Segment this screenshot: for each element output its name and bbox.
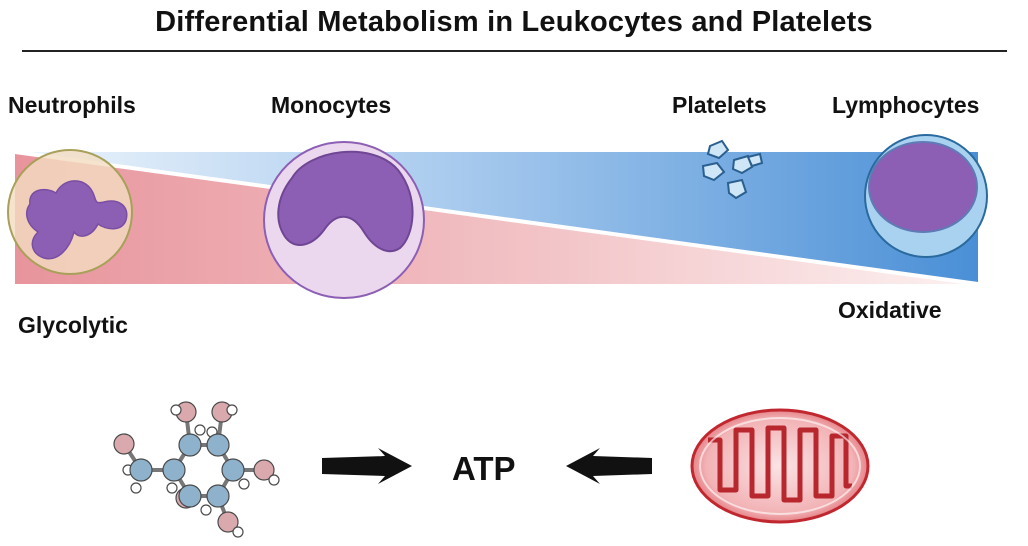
oxygen-atom [253,459,275,481]
label-glycolytic: Glycolytic [18,312,128,338]
platelet-4 [726,178,748,200]
neutrophil-cell [7,149,133,275]
hydrogen-atom [130,482,142,494]
platelets [701,139,764,200]
label-oxidative: Oxidative [838,297,942,323]
hydrogen-atom [238,478,250,490]
carbon-atom [178,433,202,457]
label-neutrophils: Neutrophils [8,92,136,118]
ring-oxygen-atom [178,484,202,508]
carbon-atom [162,458,186,482]
label-lymphocytes: Lymphocytes [832,92,980,118]
hydrogen-atom [166,482,178,494]
label-platelets: Platelets [672,92,767,118]
monocyte-cell [263,141,425,299]
arrow-right-icon [322,448,412,484]
mitochondrion-cristae [708,425,852,503]
hydrogen-atom [232,526,244,538]
platelet-3 [731,154,754,175]
label-atp: ATP [452,450,516,487]
glucose-molecule [113,401,280,538]
label-monocytes: Monocytes [271,92,392,118]
hydrogen-atom [200,504,212,516]
hydrogen-atom [170,404,182,416]
title-rule [22,50,1007,52]
arrow-left-icon [566,448,652,484]
lymphocyte-nucleus [868,141,978,233]
carbon-atom [206,484,230,508]
platelet-1 [706,139,730,160]
hydrogen-atom [226,404,238,416]
oxygen-atom [217,511,239,533]
hydrogen-atom [194,424,206,436]
monocyte-nucleus [277,150,414,253]
lymphocyte-cell [864,134,988,258]
hydrogen-atom [268,474,280,486]
oxygen-atom [113,433,135,455]
carbon-atom [206,433,230,457]
platelet-5 [746,152,764,168]
platelet-2 [701,161,726,182]
neutrophil-nucleus [25,180,128,260]
diagram-title: Differential Metabolism in Leukocytes an… [155,6,873,38]
carbon-atom [129,458,153,482]
gradient-divider [14,150,979,286]
carbon-atom [221,458,245,482]
mitochondrion [690,408,870,524]
